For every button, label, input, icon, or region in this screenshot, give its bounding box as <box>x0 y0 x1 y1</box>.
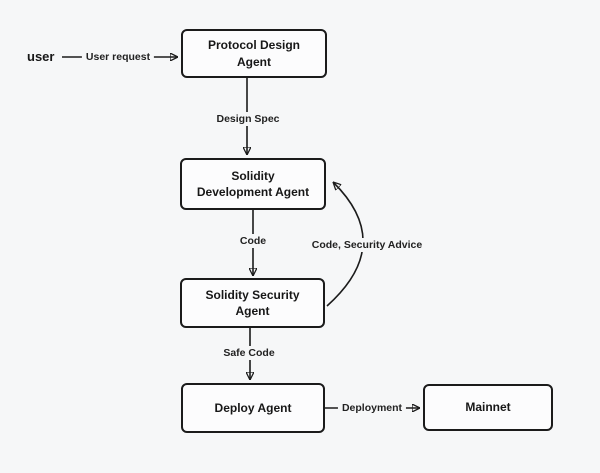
edge-label-user-request: User request <box>81 50 155 64</box>
node-deploy-agent: Deploy Agent <box>181 383 325 433</box>
user-actor-label: user <box>27 49 55 64</box>
edge-label-safe-code: Safe Code <box>219 346 279 360</box>
edge-label-design-spec: Design Spec <box>212 112 284 126</box>
node-solidity-development-agent-label: Solidity Development Agent <box>196 168 310 199</box>
edge-label-code-security-advice: Code, Security Advice <box>307 238 427 252</box>
edge-label-deployment: Deployment <box>337 401 407 415</box>
node-protocol-design-agent-label: Protocol Design Agent <box>207 38 300 69</box>
node-deploy-agent-label: Deploy Agent <box>214 400 292 415</box>
node-solidity-development-agent: Solidity Development Agent <box>180 158 326 210</box>
node-protocol-design-agent: Protocol Design Agent <box>181 29 327 78</box>
node-solidity-security-agent-label: Solidity Security Agent <box>205 287 300 318</box>
node-mainnet-label: Mainnet <box>465 400 511 415</box>
node-solidity-security-agent: Solidity Security Agent <box>180 278 325 328</box>
node-mainnet: Mainnet <box>423 384 553 431</box>
edge-label-code: Code <box>235 234 271 248</box>
